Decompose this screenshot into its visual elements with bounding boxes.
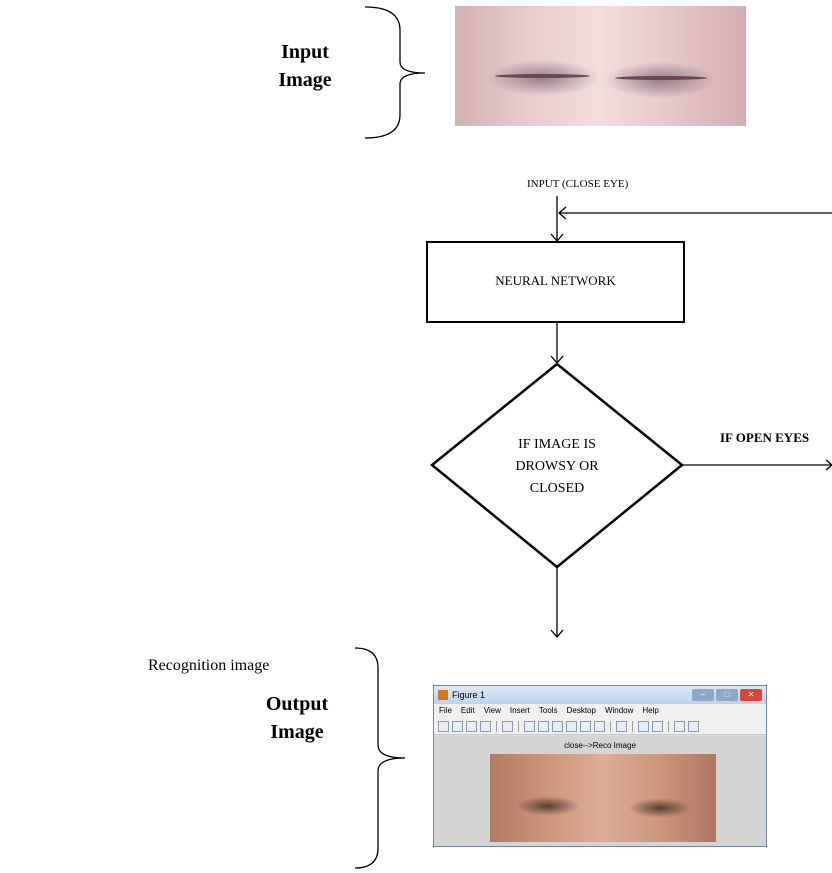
maximize-button[interactable]: □: [716, 689, 738, 701]
menu-tools[interactable]: Tools: [539, 704, 558, 718]
input-brace: [365, 7, 425, 138]
data-cursor-icon[interactable]: [580, 721, 591, 732]
print-icon[interactable]: [480, 721, 491, 732]
decision-line-1: IF IMAGE IS: [477, 434, 637, 456]
matlab-icon: [438, 690, 448, 700]
figure-menu-bar: File Edit View Insert Tools Desktop Wind…: [434, 704, 766, 718]
new-figure-icon[interactable]: [438, 721, 449, 732]
input-close-eye-label: INPUT (CLOSE EYE): [527, 178, 628, 190]
menu-view[interactable]: View: [484, 704, 501, 718]
decision-line-3: CLOSED: [477, 478, 637, 500]
figure-caption: close-->Reco Image: [434, 741, 766, 750]
open-icon[interactable]: [452, 721, 463, 732]
menu-desktop[interactable]: Desktop: [567, 704, 596, 718]
pointer-icon[interactable]: [502, 721, 513, 732]
figure-title: Figure 1: [452, 690, 485, 700]
figure-window: Figure 1 – □ ✕ File Edit View Insert Too…: [433, 685, 767, 847]
zoom-out-icon[interactable]: [538, 721, 549, 732]
figure-toolbar: [434, 718, 766, 735]
figure-body: close-->Reco Image: [434, 736, 766, 846]
hide-tools-icon[interactable]: [674, 721, 685, 732]
output-brace: [355, 648, 405, 868]
neural-network-label: NEURAL NETWORK: [427, 273, 684, 289]
legend-icon[interactable]: [652, 721, 663, 732]
window-controls: – □ ✕: [692, 689, 762, 701]
decision-line-2: DROWSY OR: [477, 456, 637, 478]
output-eye-photo: [490, 754, 716, 842]
close-button[interactable]: ✕: [740, 689, 762, 701]
menu-edit[interactable]: Edit: [461, 704, 475, 718]
if-open-eyes-label: IF OPEN EYES: [720, 430, 809, 446]
decision-text: IF IMAGE IS DROWSY OR CLOSED: [477, 434, 637, 500]
menu-help[interactable]: Help: [642, 704, 658, 718]
figure-title-bar: Figure 1 – □ ✕: [434, 686, 766, 704]
menu-insert[interactable]: Insert: [510, 704, 530, 718]
show-tools-icon[interactable]: [688, 721, 699, 732]
menu-file[interactable]: File: [439, 704, 452, 718]
save-icon[interactable]: [466, 721, 477, 732]
colorbar-icon[interactable]: [638, 721, 649, 732]
rotate-icon[interactable]: [566, 721, 577, 732]
zoom-in-icon[interactable]: [524, 721, 535, 732]
minimize-button[interactable]: –: [692, 689, 714, 701]
pan-icon[interactable]: [552, 721, 563, 732]
link-icon[interactable]: [616, 721, 627, 732]
menu-window[interactable]: Window: [605, 704, 633, 718]
brush-icon[interactable]: [594, 721, 605, 732]
